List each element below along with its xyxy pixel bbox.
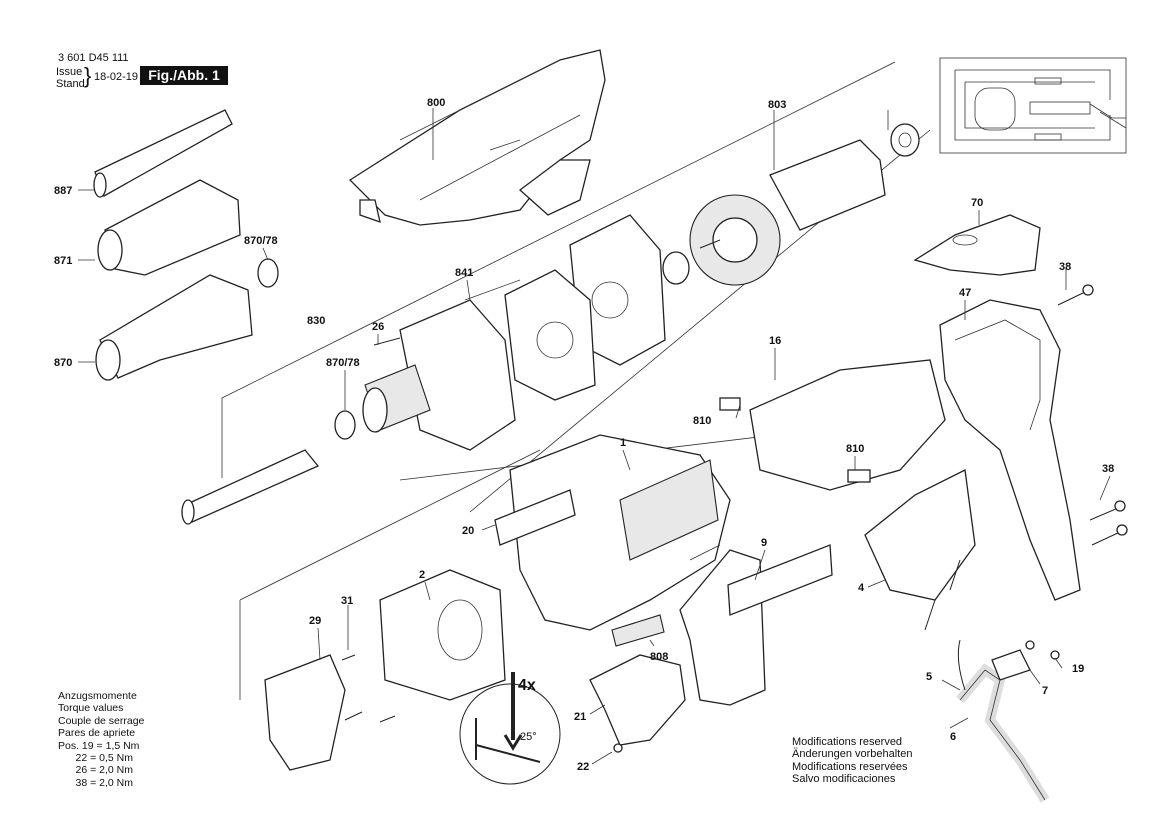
label-22: 22 (577, 761, 589, 773)
modifications-es: Salvo modificaciones (792, 773, 896, 786)
issue-label: Issue (56, 66, 83, 78)
label-808: 808 (650, 651, 668, 663)
part-7-clamp (991, 649, 1031, 681)
part-70-cap (913, 214, 1041, 276)
part-800-attachment (348, 49, 606, 226)
label-887: 887 (54, 185, 72, 197)
label-810-b: 810 (846, 443, 864, 455)
callout-angle: 25° (520, 731, 537, 743)
label-20: 20 (462, 525, 474, 537)
modifications-notice: Modifications reserved Änderungen vorbeh… (792, 736, 912, 786)
label-2: 2 (419, 569, 425, 581)
part-4-switch (864, 469, 976, 631)
part-803-armature (662, 123, 920, 286)
figure-title: Fig./Abb. 1 (140, 66, 228, 85)
label-31: 31 (341, 595, 353, 607)
label-870: 870 (54, 357, 72, 369)
torque-value-19: Pos. 19 = 1,5 Nm (58, 739, 140, 752)
torque-heading-fr: Couple de serrage (58, 714, 145, 727)
modifications-de: Änderungen vorbehalten (792, 748, 913, 761)
torque-value-22: 22 = 0,5 Nm (58, 752, 134, 765)
label-19: 19 (1072, 663, 1084, 675)
label-800: 800 (427, 97, 445, 109)
torque-heading-es: Pares de apriete (58, 727, 136, 740)
label-29: 29 (309, 615, 321, 627)
part-38-screws (1057, 284, 1128, 546)
torque-value-26: 26 = 2,0 Nm (58, 764, 134, 777)
part-2-stator (379, 569, 506, 701)
part-830-gear-housing (362, 299, 516, 451)
issue-date: 18-02-19 (94, 71, 139, 83)
part-20-plate (494, 489, 576, 546)
label-871: 871 (54, 255, 72, 267)
parts-bits-left (93, 109, 356, 525)
part-19-screws (1025, 640, 1060, 660)
label-70: 70 (971, 197, 983, 209)
callout-count: 4x (518, 677, 536, 694)
label-7: 7 (1042, 685, 1048, 697)
torque-value-38: 38 = 2,0 Nm (58, 776, 134, 789)
label-38-b: 38 (1102, 463, 1114, 475)
label-9: 9 (761, 537, 767, 549)
label-810-a: 810 (693, 415, 711, 427)
brace-glyph: } (84, 63, 92, 88)
modifications-en: Modifications reserved (792, 736, 903, 748)
torque-heading-de: Anzugsmomente (58, 690, 137, 702)
label-4: 4 (858, 582, 865, 594)
part-841-shields (464, 214, 666, 401)
part-9-plate (727, 544, 833, 616)
doc-number: 3 601 D45 111 (58, 52, 129, 64)
wiring-diagram (939, 57, 1127, 154)
part-21-cover (589, 654, 686, 753)
modifications-fr: Modifications reservées (792, 760, 908, 773)
torque-heading-en: Torque values (58, 702, 124, 715)
part-47-handle-shell (939, 299, 1081, 601)
label-38-a: 38 (1059, 261, 1071, 273)
label-870-78-b: 870/78 (326, 357, 360, 369)
label-870-78-a: 870/78 (244, 235, 278, 247)
callout-4x: 4x 25° (459, 672, 561, 785)
part-808-label (611, 614, 665, 647)
part-29-ring (264, 654, 396, 771)
label-841: 841 (455, 267, 473, 279)
label-803: 803 (768, 99, 786, 111)
torque-legend: Anzugsmomente Torque values Couple de se… (58, 690, 144, 789)
label-5: 5 (926, 671, 932, 683)
label-6: 6 (950, 731, 956, 743)
label-26: 26 (372, 321, 384, 333)
label-830: 830 (307, 315, 325, 327)
part-16-wiring (719, 359, 946, 491)
label-1: 1 (620, 437, 626, 449)
stand-label: Stand (56, 78, 85, 90)
label-21: 21 (574, 711, 586, 723)
label-16: 16 (769, 335, 781, 347)
part-6-cable (956, 639, 1050, 803)
label-47: 47 (959, 287, 971, 299)
